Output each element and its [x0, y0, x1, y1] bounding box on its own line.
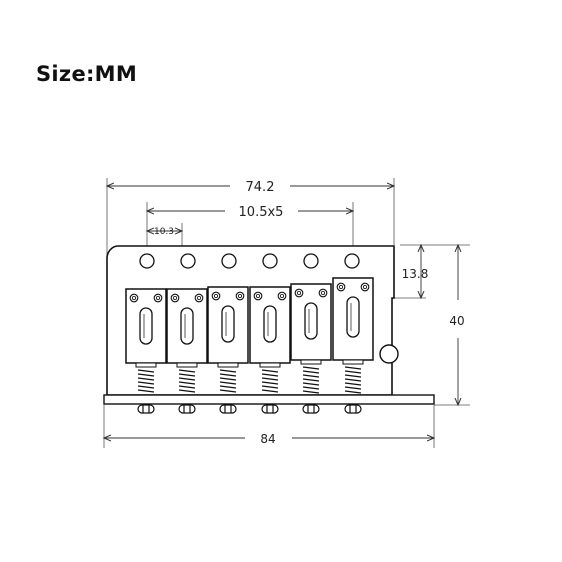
base-flange: [103, 394, 435, 405]
saddles: [125, 277, 374, 364]
dim-label-10-3: 10.3: [154, 227, 174, 237]
intonation-screw-heads: [137, 404, 362, 414]
dim-label-13-8: 13.8: [402, 267, 429, 281]
size-unit-title: Size:MM: [36, 62, 138, 86]
mounting-holes: [139, 253, 360, 269]
dim-label-10-5x5: 10.5x5: [239, 205, 284, 220]
dim-label-84: 84: [260, 432, 275, 446]
dimension-lines: [104, 186, 458, 438]
dim-label-40: 40: [449, 314, 464, 328]
dim-label-74-2: 74.2: [246, 180, 275, 195]
tremolo-arm-hole: [379, 344, 399, 364]
intonation-springs: [135, 359, 364, 394]
